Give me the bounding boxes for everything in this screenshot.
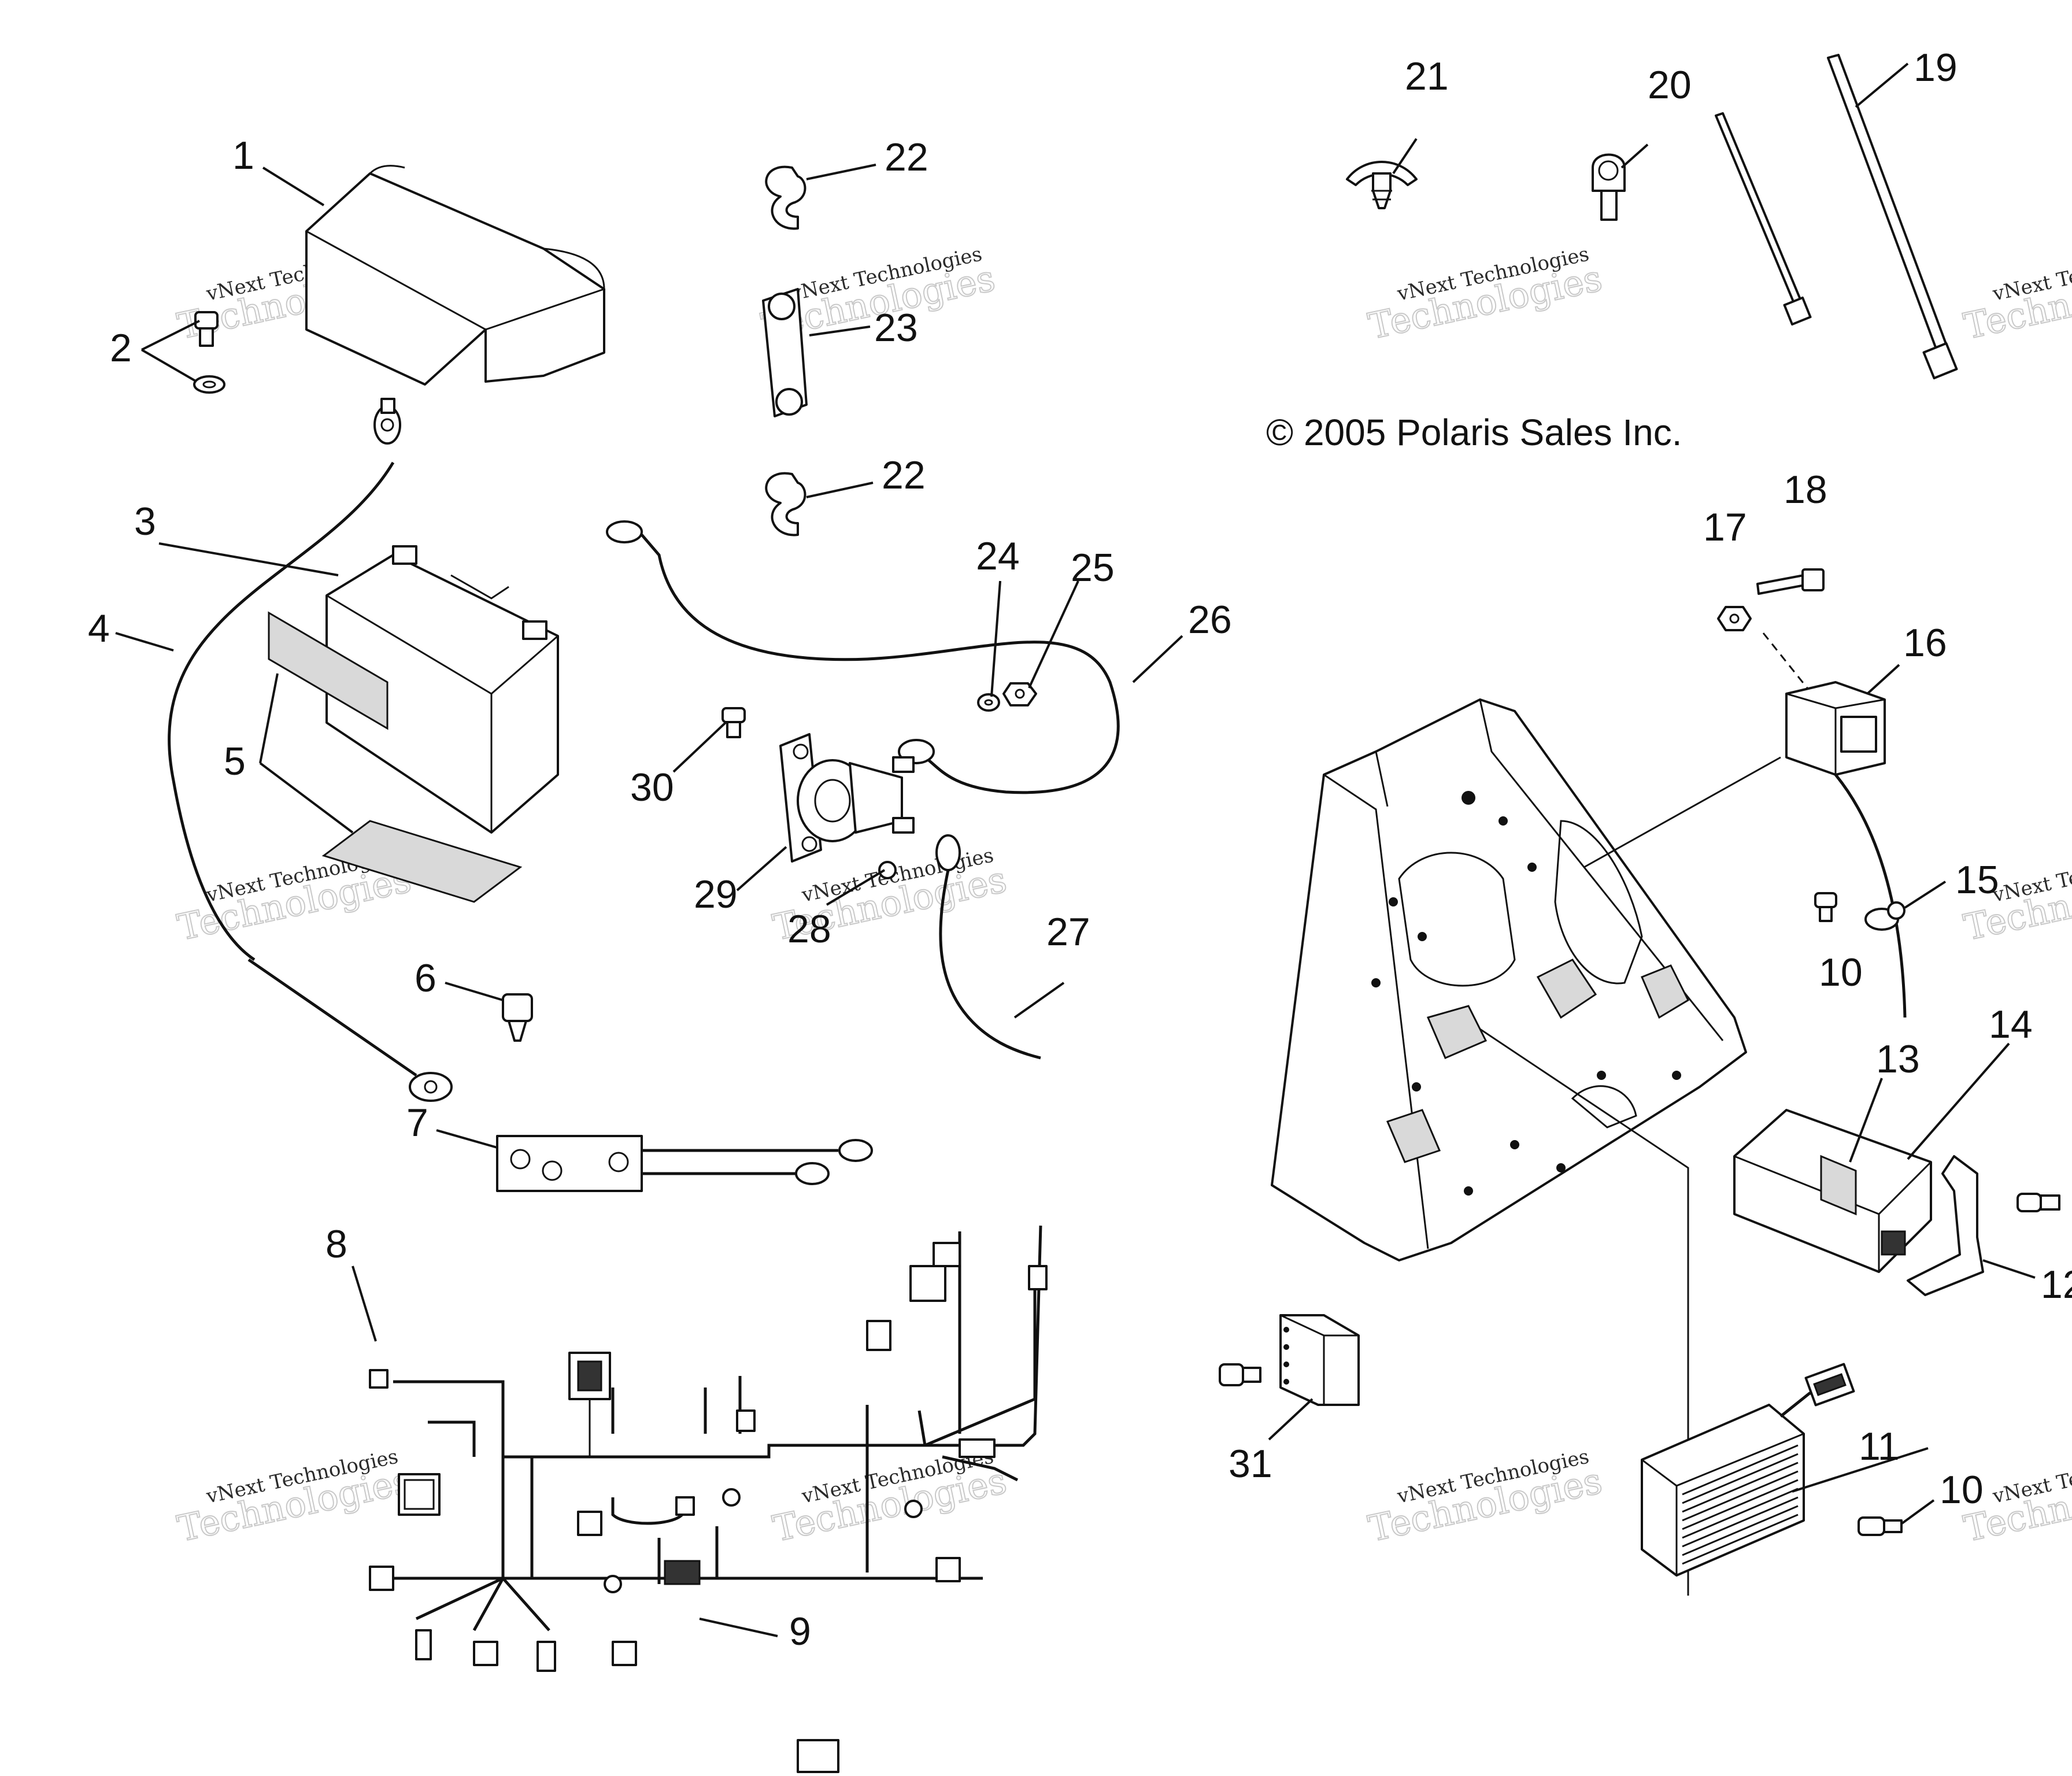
callout-13: 13 bbox=[1876, 1037, 1920, 1081]
mounting-plate bbox=[1271, 698, 1747, 1261]
callout-11: 11 bbox=[1859, 1424, 1900, 1468]
bolt-12 bbox=[2016, 1193, 2060, 1212]
screw-and-washer bbox=[193, 311, 225, 394]
callout-9: 9 bbox=[789, 1610, 811, 1653]
callout-16: 16 bbox=[1903, 621, 1947, 665]
clip-22-lower bbox=[765, 472, 806, 536]
bracket-12 bbox=[1907, 1155, 1984, 1296]
callout-23: 23 bbox=[874, 306, 918, 350]
wiring-harness bbox=[369, 1225, 1048, 1773]
callout-8: 8 bbox=[325, 1222, 347, 1266]
cable-tie-19a bbox=[1715, 112, 1812, 326]
bolt-31 bbox=[1219, 1363, 1261, 1386]
callout-28: 28 bbox=[787, 907, 831, 951]
push-clip-21 bbox=[1346, 161, 1418, 209]
callout-6: 6 bbox=[415, 956, 436, 1000]
callout-29: 29 bbox=[694, 872, 738, 916]
callout-19: 19 bbox=[1914, 46, 1958, 90]
heatsink-fins bbox=[1682, 1444, 1799, 1565]
module-31 bbox=[1279, 1314, 1360, 1406]
battery bbox=[268, 545, 559, 903]
nut-25 bbox=[1002, 682, 1037, 706]
callout-27: 27 bbox=[1046, 910, 1090, 954]
callout-1: 1 bbox=[232, 134, 254, 177]
guide-17-16 bbox=[1762, 632, 1811, 691]
regulator-11 bbox=[1641, 1363, 1855, 1577]
leader-lines bbox=[115, 62, 2036, 1637]
bolt-18 bbox=[1756, 568, 1825, 595]
callout-3: 3 bbox=[134, 500, 156, 543]
callout-21: 21 bbox=[1405, 54, 1449, 98]
callout-25: 25 bbox=[1071, 546, 1115, 590]
copyright-text: © 2005 Polaris Sales Inc. bbox=[1266, 412, 1682, 453]
nut-28 bbox=[878, 861, 897, 879]
cable-assembly-7 bbox=[496, 1135, 873, 1192]
sensor-16 bbox=[1785, 681, 1907, 1018]
ground-cable bbox=[168, 398, 453, 1102]
solenoid-29 bbox=[779, 733, 915, 863]
callout-10-lower: 10 bbox=[1940, 1468, 1984, 1512]
screw-30 bbox=[722, 707, 746, 738]
callout-18: 18 bbox=[1784, 468, 1827, 512]
nut-17 bbox=[1717, 606, 1752, 631]
callout-7: 7 bbox=[406, 1101, 428, 1145]
callout-20: 20 bbox=[1648, 63, 1692, 107]
clamp-15 bbox=[1864, 901, 1906, 931]
callout-22-lower: 22 bbox=[882, 453, 926, 497]
callout-31: 31 bbox=[1229, 1442, 1272, 1486]
washer-24 bbox=[977, 693, 1000, 712]
clip-20 bbox=[1592, 153, 1626, 221]
module-13 bbox=[1733, 1109, 1932, 1273]
callout-10-upper: 10 bbox=[1819, 950, 1863, 994]
callout-17: 17 bbox=[1703, 505, 1747, 549]
callout-12: 12 bbox=[2041, 1263, 2072, 1307]
callout-22-upper: 22 bbox=[885, 135, 928, 179]
battery-cover bbox=[305, 165, 605, 386]
callout-15: 15 bbox=[1955, 858, 1999, 902]
clip-22-upper bbox=[765, 165, 806, 230]
callout-labels: 1 2 3 4 5 6 7 8 9 10 10 11 12 13 14 15 1… bbox=[88, 46, 2072, 1653]
screw-10-upper bbox=[1814, 892, 1837, 922]
bolt-6 bbox=[502, 993, 533, 1042]
cable-26 bbox=[606, 520, 1120, 794]
cable-27 bbox=[935, 834, 1041, 1060]
cable-tie-19b bbox=[1827, 54, 1958, 380]
callout-2: 2 bbox=[110, 326, 132, 370]
screw-10-lower bbox=[1858, 1516, 1903, 1536]
callout-14: 14 bbox=[1989, 1002, 2033, 1046]
link-23 bbox=[762, 288, 808, 417]
callout-4: 4 bbox=[88, 606, 110, 650]
callout-26: 26 bbox=[1188, 598, 1232, 642]
callout-5: 5 bbox=[224, 739, 246, 783]
guide-16-plate bbox=[1583, 756, 1781, 868]
callout-24: 24 bbox=[976, 534, 1020, 578]
callout-30: 30 bbox=[630, 765, 674, 809]
